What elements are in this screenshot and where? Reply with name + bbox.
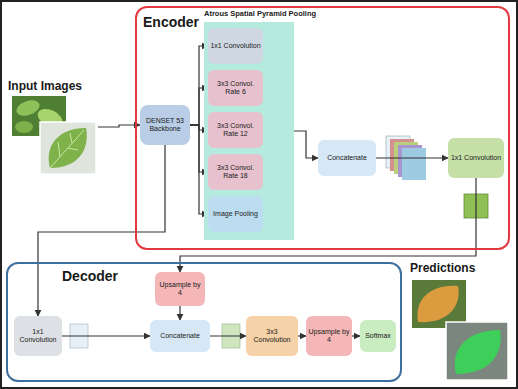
input-leaf-images — [12, 96, 96, 174]
upsample-box: Upsample by 4 — [306, 316, 352, 356]
flow-arrow — [294, 131, 318, 158]
node-label: 1x1 Convolution — [210, 42, 260, 50]
flow-arrow — [210, 335, 246, 336]
concat-box: Concatenate — [150, 320, 210, 352]
atrous-conv-box: 3x3 Convol. Rate 18 — [208, 154, 263, 190]
section-title: Decoder — [62, 268, 118, 284]
band-title: Atrous Spatial Pyramid Pooling — [204, 10, 316, 19]
node-label: Concatenate — [327, 154, 367, 162]
node-label: Input Images — [8, 80, 82, 94]
node-label: Concatenate — [160, 332, 200, 340]
node-label: Predictions — [410, 262, 475, 276]
flow-arrow — [98, 125, 140, 127]
encoder-frame: EncoderAtrous Spatial Pyramid Pooling1x1… — [135, 6, 510, 250]
upsample-box: Upsample by 4 — [155, 272, 205, 306]
backbone-gear: DENSET 53 Backbone — [140, 105, 190, 145]
atrous-conv-box: 3x3 Convol. Rate 12 — [208, 112, 263, 148]
flow-arrow — [376, 157, 448, 158]
flow-arrow — [298, 335, 306, 336]
conv-box: 1x1 Convolution — [448, 138, 504, 178]
atrous-conv-box: 3x3 Convol. Rate 6 — [208, 70, 263, 106]
node-label: 3x3 Convol. Rate 6 — [210, 80, 261, 96]
node-label: 1x1 Convolution — [16, 328, 60, 344]
softmax-box: Softmax — [360, 320, 396, 352]
flow-arrow — [179, 306, 180, 320]
conv-box: 1x1 Convolution — [14, 316, 62, 356]
flow-arrow — [62, 335, 150, 336]
node-label: DENSET 53 Backbone — [142, 117, 188, 133]
flow-arrow — [352, 335, 360, 336]
flow-arrow — [38, 145, 165, 316]
concat-box: Concatenate — [318, 140, 376, 176]
prediction-images — [412, 280, 508, 380]
node-label: 3x3 Convol. Rate 18 — [210, 164, 261, 180]
section-title: Encoder — [143, 14, 199, 30]
node-label: Upsample by 4 — [157, 281, 203, 297]
node-label: Image Pooling — [213, 210, 258, 218]
node-label: 1x1 Convolution — [451, 154, 501, 162]
predictions-group: Predictions — [408, 260, 512, 382]
node-label: 3x3 Convol. Rate 12 — [210, 122, 261, 138]
pooling-box: Image Pooling — [208, 196, 263, 232]
conv-box: 3x3 Convolution — [246, 316, 298, 356]
input-group: Input Images — [6, 78, 98, 176]
decoder-frame: Decoder 1x1 Convolution Upsample by 4 Conca… — [6, 262, 402, 382]
node-label: Softmax — [365, 332, 391, 340]
node-label: 3x3 Convolution — [248, 328, 296, 344]
aspp-band: Atrous Spatial Pyramid Pooling1x1 Convol… — [204, 22, 294, 240]
node-label: Upsample by 4 — [308, 328, 350, 344]
conv-box: 1x1 Convolution — [208, 28, 263, 64]
